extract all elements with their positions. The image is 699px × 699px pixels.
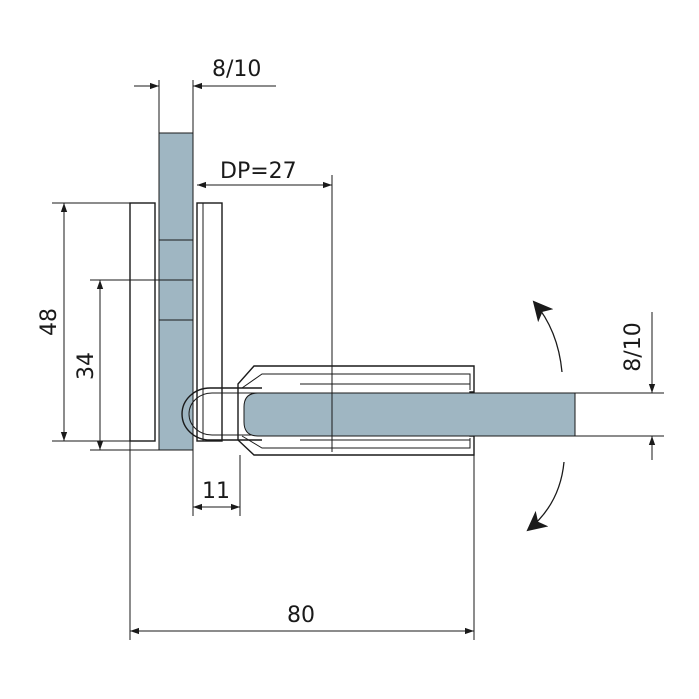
hinged-clamp-inner-profile-lower — [241, 435, 471, 449]
dim-height-outer-label: 48 — [37, 308, 62, 336]
gasket-block-lower — [158, 279, 194, 321]
back-clamp-plate — [129, 202, 156, 442]
hinge-knuckle — [181, 387, 262, 441]
curved-arrow-up-icon — [532, 300, 563, 373]
front-clamp-plate — [196, 202, 223, 442]
dim-gap-label: 11 — [202, 479, 230, 504]
dim-width-label: 80 — [287, 603, 315, 628]
dim-height-inner-label: 34 — [74, 352, 99, 380]
hinged-clamp-inner-profile — [241, 373, 471, 390]
hinge-knuckle-inner — [188, 392, 260, 436]
curved-arrow-down-icon — [526, 461, 565, 532]
dim-right-glass-thickness-label: 8/10 — [621, 322, 646, 371]
dim-top-glass-thickness-label: 8/10 — [212, 57, 261, 82]
gasket-block-upper — [158, 239, 194, 281]
horizontal-glass-panel — [243, 392, 576, 437]
dim-dp-label: DP=27 — [220, 159, 297, 184]
